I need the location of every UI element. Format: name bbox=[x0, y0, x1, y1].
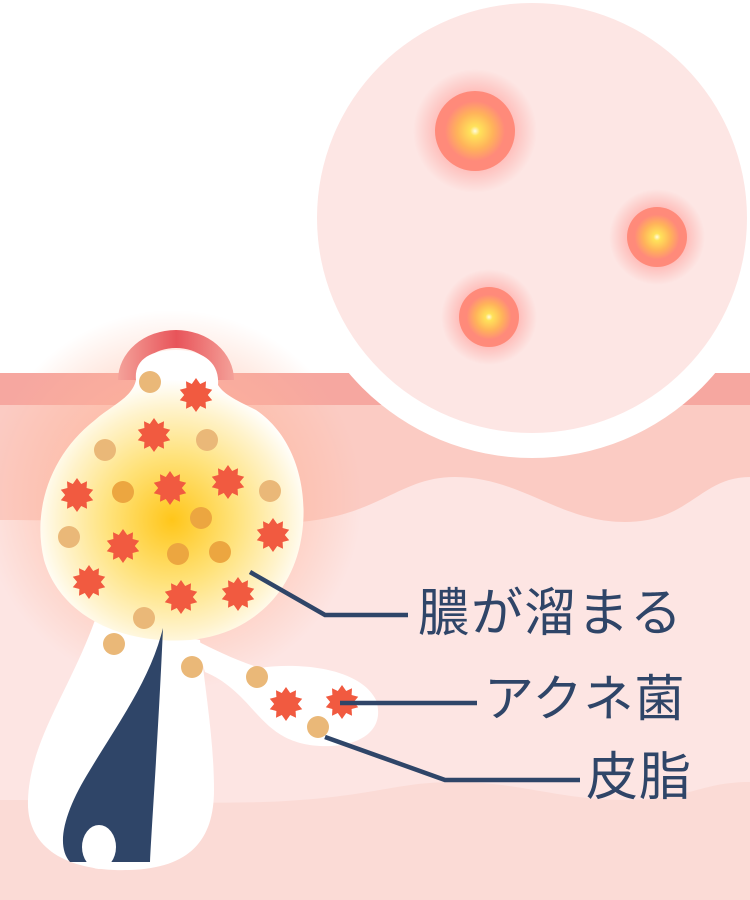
pimple bbox=[441, 269, 537, 365]
leader-lines bbox=[248, 570, 580, 783]
pimple-dome bbox=[118, 330, 234, 380]
label-acne-bacteria: アクネ菌 bbox=[484, 670, 686, 728]
label-sebum: 皮脂 bbox=[586, 748, 693, 808]
sebum-dots bbox=[58, 371, 329, 738]
pimple bbox=[609, 189, 705, 285]
leader-line-pus bbox=[248, 570, 408, 618]
hair-shaft bbox=[62, 628, 163, 862]
label-pus-accumulates: 膿が溜まる bbox=[418, 584, 684, 644]
dermal-papilla bbox=[82, 825, 116, 869]
zoom-view-circle bbox=[292, 0, 750, 458]
pimple bbox=[413, 69, 537, 193]
leader-line-sebum bbox=[324, 734, 580, 783]
